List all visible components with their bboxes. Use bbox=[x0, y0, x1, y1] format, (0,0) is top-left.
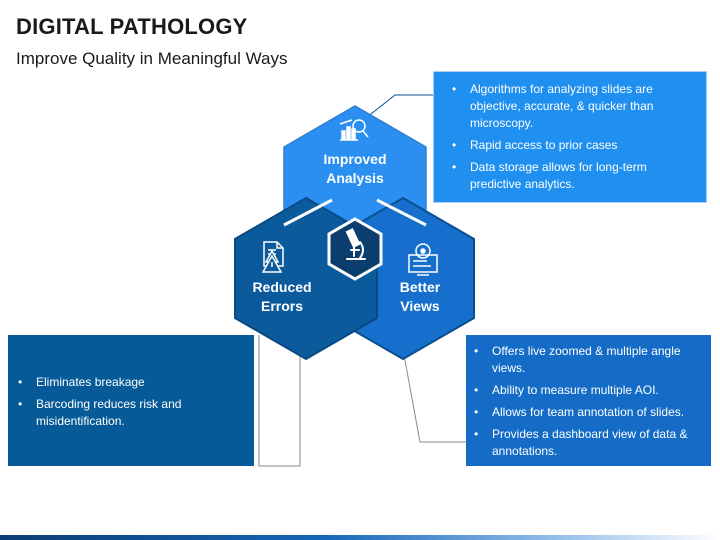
label-reduced-errors: Reduced Errors bbox=[236, 278, 328, 316]
warning-document-icon bbox=[261, 241, 284, 273]
errors-details-box: Eliminates breakage Barcoding reduces ri… bbox=[8, 335, 254, 466]
page-title: DIGITAL PATHOLOGY bbox=[16, 14, 248, 39]
bullet-list: Offers live zoomed & multiple angle view… bbox=[466, 343, 705, 460]
views-details-box: Offers live zoomed & multiple angle view… bbox=[466, 335, 711, 466]
separator-line bbox=[283, 198, 333, 227]
list-item: Ability to measure multiple AOI. bbox=[466, 382, 705, 399]
page-subtitle: Improve Quality in Meaningful Ways bbox=[16, 49, 288, 68]
bullet-list: Algorithms for analyzing slides are obje… bbox=[444, 81, 698, 193]
footer-gradient-bar bbox=[0, 535, 720, 540]
analysis-details-box: Algorithms for analyzing slides are obje… bbox=[433, 71, 707, 203]
list-item: Algorithms for analyzing slides are obje… bbox=[444, 81, 698, 132]
list-item: Data storage allows for long-term predic… bbox=[444, 159, 698, 193]
label-improved-analysis: Improved Analysis bbox=[305, 150, 405, 188]
label-line: Better bbox=[399, 279, 441, 295]
list-item: Eliminates breakage bbox=[10, 374, 246, 391]
separator-line bbox=[376, 198, 427, 227]
label-line: Reduced bbox=[252, 279, 312, 295]
list-item: Allows for team annotation of slides. bbox=[466, 404, 705, 421]
label-line: Errors bbox=[260, 298, 304, 314]
list-item: Offers live zoomed & multiple angle view… bbox=[466, 343, 705, 377]
list-item: Barcoding reduces risk and misidentifica… bbox=[10, 396, 246, 430]
connector-errors bbox=[258, 335, 301, 467]
label-line: Views bbox=[400, 298, 440, 314]
connector-views bbox=[403, 354, 466, 443]
bullet-list: Eliminates breakage Barcoding reduces ri… bbox=[10, 374, 246, 430]
microscope-icon bbox=[345, 228, 366, 260]
list-item: Rapid access to prior cases bbox=[444, 137, 698, 154]
label-better-views: Better Views bbox=[378, 278, 462, 316]
label-line: Improved bbox=[323, 151, 387, 167]
label-line: Analysis bbox=[326, 170, 384, 186]
monitor-eye-icon bbox=[408, 243, 438, 276]
analytics-chart-icon bbox=[339, 119, 369, 141]
list-item: Provides a dashboard view of data & anno… bbox=[466, 426, 705, 460]
